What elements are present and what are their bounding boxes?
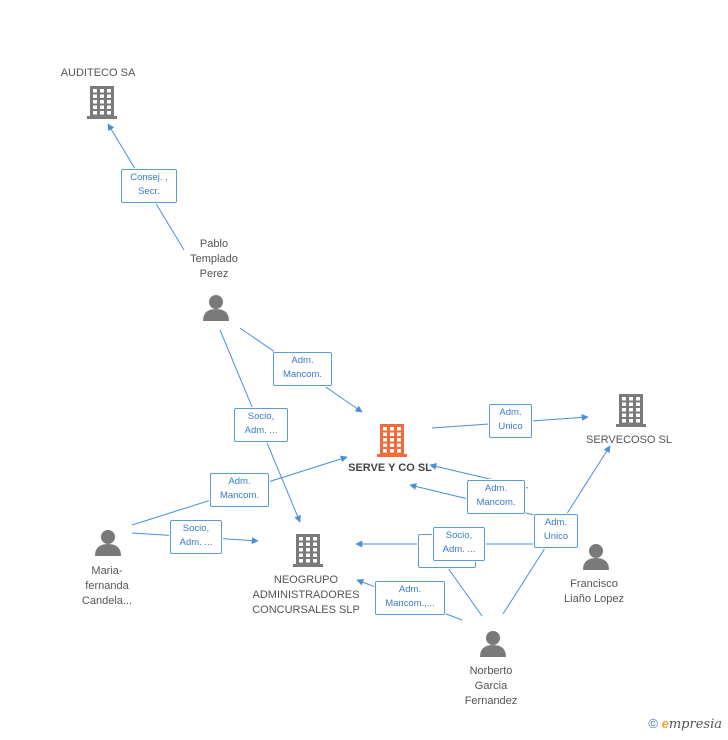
person-icon[interactable] bbox=[95, 530, 121, 556]
relation-label[interactable]: Adm. Mancom. bbox=[467, 480, 525, 514]
relation-label[interactable]: Adm. Unico bbox=[489, 404, 532, 438]
node-label-pablo[interactable]: Pablo Templado Perez bbox=[190, 238, 238, 280]
node-label-auditeco[interactable]: AUDITECO SA bbox=[60, 67, 136, 79]
building-icon[interactable] bbox=[377, 424, 407, 457]
building-icon[interactable] bbox=[293, 534, 323, 567]
relation-label[interactable]: Adm. Unico bbox=[534, 514, 578, 548]
node-label-norberto[interactable]: Norberto Garcia Fernandez bbox=[464, 665, 518, 707]
node-label-serve[interactable]: SERVE Y CO SL bbox=[348, 462, 432, 474]
person-icon[interactable] bbox=[203, 295, 229, 321]
building-icon[interactable] bbox=[87, 86, 117, 119]
node-label-neogrupo[interactable]: NEOGRUPO ADMINISTRADORES CONCURSALES SLP bbox=[252, 574, 360, 616]
relation-label[interactable]: Adm. Mancom.,... bbox=[375, 581, 445, 615]
brand-logo-initial: e bbox=[661, 716, 669, 731]
node-label-servecoso[interactable]: SERVECOSO SL bbox=[586, 434, 672, 446]
relation-label[interactable]: Socio, Adm. ... bbox=[234, 408, 288, 442]
node-label-maria[interactable]: Maria- fernanda Candela... bbox=[81, 565, 133, 607]
building-icon[interactable] bbox=[616, 394, 646, 427]
relation-label[interactable]: Adm. Mancom. bbox=[210, 473, 269, 507]
node-label-francisco[interactable]: Francisco Liaño Lopez bbox=[564, 578, 624, 605]
brand-logo-text: mpresia bbox=[668, 717, 722, 732]
person-icon[interactable] bbox=[583, 544, 609, 570]
relation-label[interactable]: Socio, Adm. ... bbox=[433, 527, 485, 561]
copyright-symbol: © bbox=[648, 716, 658, 731]
relation-label[interactable]: Socio, Adm. ... bbox=[170, 520, 222, 554]
copyright-footer: © empresia bbox=[648, 716, 722, 732]
person-icon[interactable] bbox=[480, 631, 506, 657]
relation-label[interactable]: Adm. Mancom. bbox=[273, 352, 332, 386]
relation-label[interactable]: Consej. , Secr. bbox=[121, 169, 177, 203]
